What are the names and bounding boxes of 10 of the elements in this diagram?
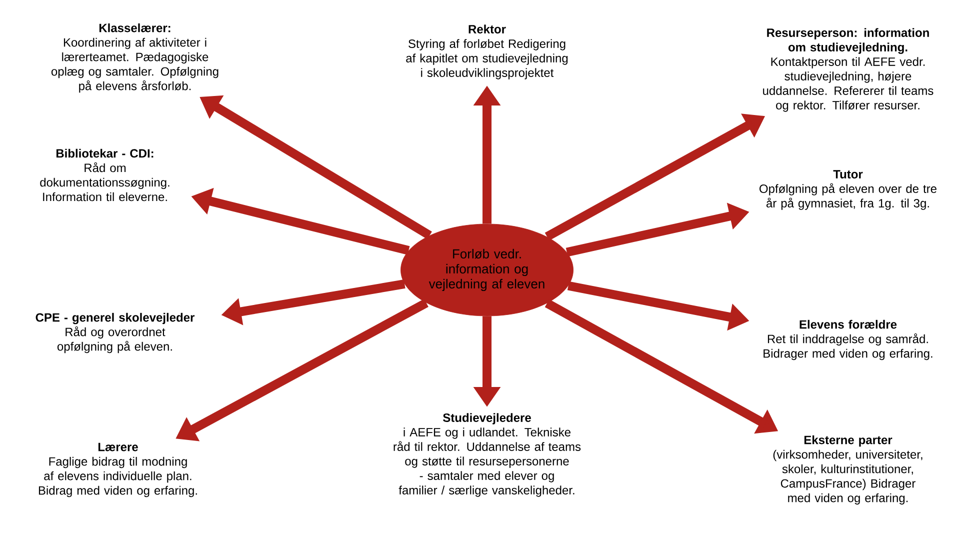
role-text: Studievejledere i AEFE og i udlandet. Tekniske råd til rektor. Uddannelse af teams og støtte til resursepersonerne - samtaler med elever og familier / særlige vanskeligheder. bbox=[394, 413, 581, 497]
role-text: Bibliotekar - CDI: Råd om dokumentationssøgning. Information til eleverne. bbox=[40, 148, 170, 202]
role-text: Lærere Faglige bidrag til modning af elevens individuelle plan. Bidrag med viden og erfaring. bbox=[38, 442, 197, 498]
role-text: CPE - generel skolevejleder Råd og overordnet opfølgning på eleven. bbox=[36, 312, 194, 354]
role-text: Rektor Styring af forløbet Redigering af kapitlet om studievejledning i skoleudviklingsprojektet bbox=[406, 24, 568, 80]
role-text: Tutor Opfølgning på eleven over de tre år på gymnasiet, fra 1g. til 3g. bbox=[760, 170, 936, 210]
role-text: Klasselærer: Koordinering af aktiviteter i lærerteamet. Pædagogiske oplæg og samtaler. Opfølgning på elevens årsforløb. bbox=[51, 23, 218, 93]
role-text: Eksterne parter (virksomheder, universiteter, skoler, kulturinstitutioner, CampusFrance) Bidrager med viden og erfaring. bbox=[773, 435, 922, 505]
role-text: Resurseperson: information om studievejledning. Kontaktperson til AEFE vedr. studievejledning, højere uddannelse. Refererer til teams og rektor. Tilfører resurser. bbox=[763, 28, 934, 112]
role-text: Elevens forældre Ret til inddragelse og samråd. Bidrager med viden og erfaring. bbox=[764, 320, 932, 360]
